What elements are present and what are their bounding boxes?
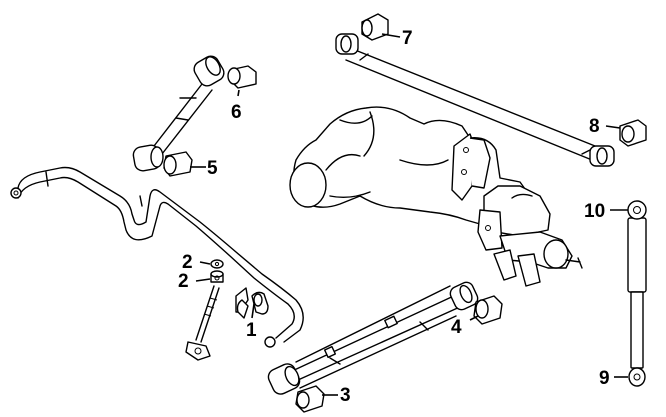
svg-text:1: 1 (246, 320, 257, 341)
upper-rod-bushing-7 (361, 13, 389, 41)
svg-text:10: 10 (584, 201, 605, 222)
callout-1: 1 (246, 303, 257, 341)
shock-absorber (627, 200, 647, 387)
upper-arm-bushing-6 (227, 65, 257, 89)
callout-8: 8 (589, 116, 621, 137)
lower-control-arm (267, 281, 479, 395)
callout-6: 6 (231, 89, 242, 123)
callout-7: 7 (381, 28, 413, 49)
callout-9: 9 (599, 368, 628, 389)
upper-control-arm-left (132, 55, 225, 172)
stabilizer-bar (10, 166, 304, 348)
callout-2-upper: 2 (182, 252, 211, 273)
svg-text:5: 5 (207, 158, 218, 179)
lower-arm-bushing-4 (473, 295, 503, 325)
upper-lateral-rod (335, 33, 615, 167)
svg-text:8: 8 (589, 116, 600, 137)
svg-text:6: 6 (231, 102, 242, 123)
callout-10: 10 (584, 201, 628, 222)
stabilizer-link-washers (210, 259, 224, 283)
svg-text:3: 3 (340, 385, 351, 406)
lower-arm-bushing-3 (295, 385, 325, 413)
svg-text:4: 4 (451, 317, 462, 338)
svg-text:7: 7 (402, 28, 413, 49)
svg-text:2: 2 (182, 252, 193, 273)
callout-3: 3 (322, 385, 351, 406)
callout-4: 4 (451, 315, 479, 338)
differential-carrier (289, 106, 583, 287)
svg-text:2: 2 (178, 271, 189, 292)
callout-5: 5 (190, 158, 218, 179)
svg-text:9: 9 (599, 368, 610, 389)
callout-2-lower: 2 (178, 271, 211, 292)
upper-arm-bushing-5 (163, 151, 193, 177)
stabilizer-bushing-bracket (235, 287, 269, 319)
stabilizer-link-rod (185, 285, 220, 361)
upper-rod-bushing-8 (619, 119, 647, 147)
